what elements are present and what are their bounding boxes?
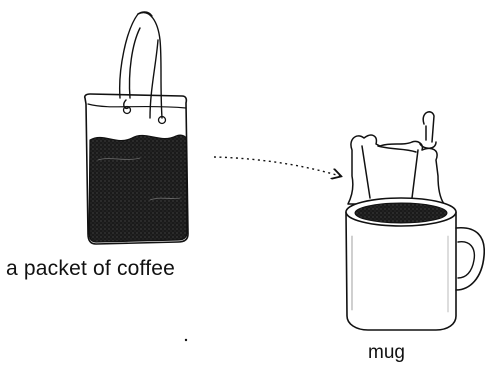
mug-handle-inner — [458, 242, 474, 278]
mug-caption: mug — [368, 343, 405, 362]
packet-top-fold — [88, 104, 186, 108]
packet-caption: a packet of coffee — [6, 258, 175, 279]
dotted-arrow — [214, 157, 340, 176]
packet-hole-left — [124, 107, 131, 114]
filter-bag — [348, 112, 444, 204]
speck — [185, 339, 187, 341]
mug-handle — [456, 228, 484, 290]
mug-with-coffee — [346, 112, 484, 330]
mug-body — [346, 212, 456, 330]
packet-coffee-grounds — [89, 135, 187, 242]
packet-strings — [120, 12, 162, 118]
mug-coffee-surface — [355, 203, 447, 223]
coffee-packet — [85, 12, 188, 244]
